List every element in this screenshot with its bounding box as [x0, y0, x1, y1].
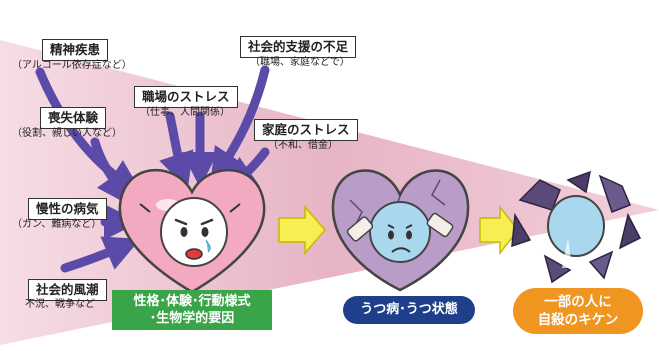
factor-chronic-illness-detail: （ガン、難病など）: [12, 219, 102, 230]
arrow-workplace-top: [159, 111, 194, 190]
individual-factors-box: 性格･体験･行動様式 ･生物学的要因: [112, 290, 272, 330]
individual-factors-line1: 性格･体験･行動様式: [133, 294, 251, 309]
factor-bereavement-detail: （役割、親しい人など）: [12, 128, 122, 139]
suicide-risk-label: 一部の人に 自殺のキケン: [513, 288, 643, 334]
cracked-heart-icon: [331, 169, 470, 292]
bandage-icon: [346, 212, 454, 242]
factor-workplace-stress-detail: （仕事、人間関係）: [140, 107, 230, 118]
factor-chronic-illness-title: 慢性の病気: [28, 198, 107, 220]
arrow-social-climate: [60, 236, 141, 273]
sad-face-icon: [160, 197, 228, 267]
factor-mental-illness-detail: （アルコール依存症など）: [12, 60, 132, 71]
factor-bereavement-title: 喪失体験: [40, 107, 107, 129]
stage-arrow-1: [278, 204, 326, 256]
factor-social-climate-title: 社会的風潮: [28, 279, 107, 301]
factor-workplace-stress-title: 職場のストレス: [134, 86, 238, 108]
suicide-risk-line1: 一部の人に: [544, 294, 612, 310]
factor-mental-illness-title: 精神疾患: [42, 39, 109, 61]
factor-social-climate-detail: 不況、戦争など: [25, 299, 95, 310]
factor-social-support-detail: （職場、家庭などで）: [250, 57, 350, 68]
shattered-heart-icon: [511, 170, 642, 284]
factor-social-support-title: 社会的支援の不足: [240, 36, 357, 58]
depression-label: うつ病･うつ状態: [343, 296, 475, 324]
arrow-bereavement: [90, 137, 133, 207]
factor-family-stress-detail: （不和、借金）: [268, 140, 338, 151]
individual-factors-line2: ･生物学的要因: [149, 311, 235, 326]
factor-arrows: [35, 65, 270, 273]
factor-family-stress-title: 家庭のストレス: [254, 119, 358, 141]
suicide-risk-line2: 自殺のキケン: [537, 312, 619, 328]
stage-arrow-2: [479, 204, 519, 256]
